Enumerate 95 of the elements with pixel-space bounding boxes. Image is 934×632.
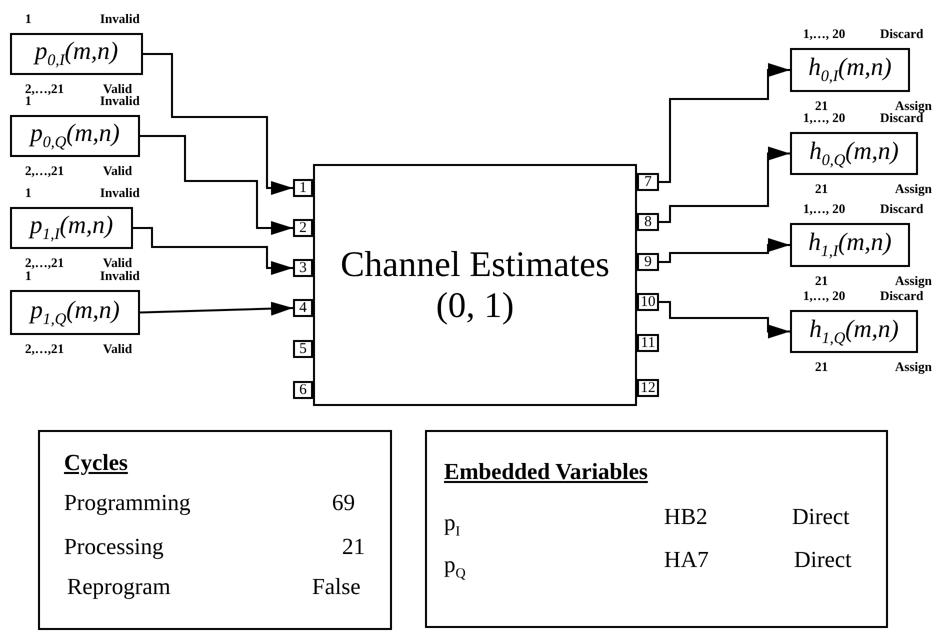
- signal-box: [790, 48, 910, 92]
- signal-box: [10, 115, 140, 157]
- status-label: Assign: [895, 359, 932, 375]
- signal-box: [10, 33, 143, 75]
- port-box: [293, 219, 313, 237]
- index-range-label: 1: [25, 268, 32, 284]
- index-range-label: 1: [25, 185, 32, 201]
- port-box: [637, 253, 659, 271]
- status-label: Invalid: [100, 11, 140, 27]
- table-text: Direct: [792, 504, 850, 530]
- port-number: 11: [640, 336, 656, 350]
- index-range-label: 2,…,21: [25, 163, 64, 179]
- table-text: 21: [342, 534, 365, 560]
- status-label: Valid: [103, 163, 132, 179]
- connector-arrow: [659, 238, 790, 263]
- signal-box: [790, 132, 918, 175]
- port-number: 9: [644, 254, 652, 270]
- signal-box: [10, 290, 140, 335]
- index-range-label: 21: [815, 98, 828, 113]
- index-range-label: 1,…, 20: [803, 201, 846, 217]
- port-number: 7: [644, 174, 652, 190]
- connector-arrow: [659, 146, 790, 223]
- signal-box: [10, 207, 133, 249]
- signal-name: p$_{0,Q}$(m,n): [30, 120, 120, 152]
- signal-name: h$_{0,I}$(m,n): [808, 54, 892, 86]
- status-label: Invalid: [100, 185, 140, 201]
- port-number: 8: [644, 214, 652, 230]
- signal-box: [790, 310, 918, 353]
- table-text: HB2: [664, 504, 708, 530]
- port-number: 1: [299, 180, 307, 196]
- port-box: [293, 179, 313, 197]
- connector-arrow: [140, 135, 293, 235]
- channel-estimates-block: [313, 164, 637, 406]
- port-number: 4: [299, 300, 307, 316]
- port-box: [637, 334, 659, 352]
- status-label: Valid: [103, 255, 132, 271]
- index-range-label: 1,…, 20: [803, 288, 846, 304]
- status-label: Assign: [895, 181, 932, 197]
- connector-arrow: [659, 301, 790, 338]
- table-text: p$_{I}$: [444, 510, 460, 541]
- port-number: 6: [299, 382, 307, 398]
- index-range-label: 21: [815, 359, 828, 375]
- status-label: Discard: [880, 26, 924, 42]
- connector-arrow: [659, 63, 790, 183]
- table-text: Direct: [794, 547, 852, 573]
- signal-name: h$_{1,Q}$(m,n): [809, 316, 899, 348]
- connector-arrow: [143, 53, 293, 195]
- status-label: Valid: [103, 341, 132, 357]
- index-range-label: 21: [815, 273, 828, 289]
- signal-name: p$_{0,I}$(m,n): [34, 38, 118, 70]
- port-box: [637, 173, 659, 191]
- signal-box: [790, 223, 910, 267]
- status-label: Invalid: [100, 268, 140, 284]
- index-range-label: 2,…,21: [25, 341, 64, 357]
- port-box: [293, 299, 313, 317]
- panel-heading: Cycles: [64, 450, 128, 476]
- port-box: [637, 379, 659, 397]
- table-text: Reprogram: [67, 574, 170, 600]
- port-box: [293, 259, 313, 277]
- port-box: [637, 293, 659, 311]
- panel-heading: Embedded Variables: [444, 459, 648, 485]
- port-number: 3: [299, 260, 307, 276]
- port-box: [293, 381, 313, 399]
- port-number: 5: [299, 342, 307, 356]
- table-text: Processing: [64, 534, 164, 560]
- status-label: Invalid: [100, 93, 140, 109]
- status-label: Assign: [895, 273, 932, 289]
- table-text: Programming: [64, 490, 190, 516]
- status-label: Discard: [880, 201, 924, 217]
- status-label: Valid: [103, 81, 132, 96]
- index-range-label: 1,…, 20: [803, 26, 846, 42]
- index-range-label: 1: [25, 11, 32, 27]
- port-number: 12: [640, 380, 656, 396]
- signal-name: p$_{1,I}$(m,n): [30, 212, 114, 244]
- status-label: Assign: [895, 98, 932, 113]
- port-box: [637, 213, 659, 231]
- table-text: False: [312, 574, 361, 600]
- index-range-label: 2,…,21: [25, 255, 64, 271]
- table-text: p$_{Q}$: [444, 552, 466, 583]
- connector-arrow: [133, 227, 293, 275]
- port-number: 2: [299, 220, 307, 236]
- signal-name: h$_{1,I}$(m,n): [808, 229, 892, 261]
- signal-name: h$_{0,Q}$(m,n): [809, 138, 899, 170]
- table-text: 69: [332, 490, 355, 516]
- table-text: HA7: [664, 547, 709, 573]
- index-range-label: 21: [815, 181, 828, 197]
- info-panel: [425, 430, 888, 628]
- port-number: 10: [640, 294, 656, 310]
- index-range-label: 1,…, 20: [803, 110, 846, 126]
- signal-name: p$_{1,Q}$(m,n): [30, 296, 120, 328]
- block-title: Channel Estimates (0, 1): [340, 244, 610, 326]
- connector-arrow: [140, 302, 294, 316]
- info-panel: [38, 430, 392, 630]
- port-box: [293, 340, 313, 358]
- status-label: Discard: [880, 288, 924, 304]
